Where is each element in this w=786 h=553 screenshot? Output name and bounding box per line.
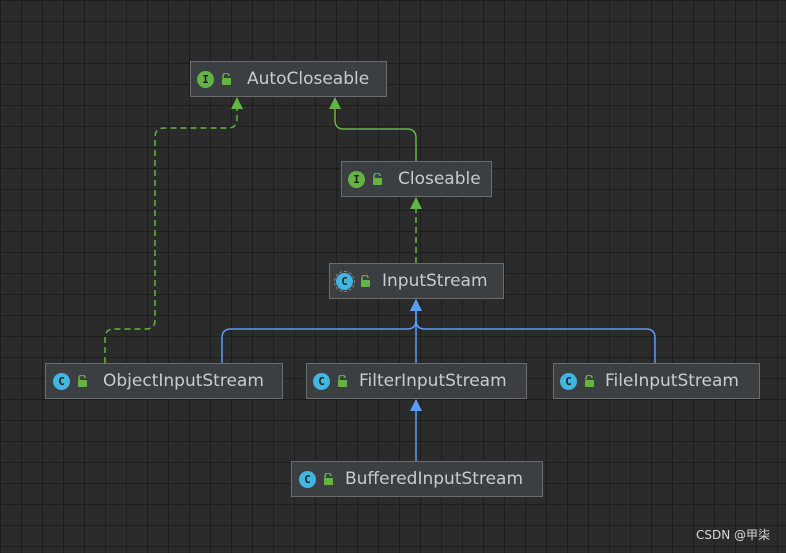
node-label: FilterInputStream	[359, 371, 507, 391]
class-icon: C	[560, 373, 577, 390]
node-filterinputstream[interactable]: C FilterInputStream	[306, 363, 527, 399]
unlocked-padlock-icon	[359, 275, 372, 287]
node-fileinputstream[interactable]: C FileInputStream	[553, 363, 760, 399]
class-icon: C	[53, 373, 70, 390]
node-bufferedinputstream[interactable]: C BufferedInputStream	[291, 461, 543, 497]
unlocked-padlock-icon	[371, 173, 384, 185]
node-label: AutoCloseable	[247, 69, 369, 89]
node-autocloseable[interactable]: I AutoCloseable	[190, 61, 387, 97]
interface-icon: I	[348, 171, 365, 188]
class-icon: C	[313, 373, 330, 390]
interface-icon: I	[197, 71, 214, 88]
node-label: FileInputStream	[605, 371, 739, 391]
node-label: InputStream	[382, 271, 488, 291]
node-label: BufferedInputStream	[345, 469, 523, 489]
node-inputstream[interactable]: C InputStream	[329, 263, 504, 299]
class-icon: C	[299, 471, 316, 488]
abstract-class-icon: C	[336, 273, 353, 290]
node-closeable[interactable]: I Closeable	[341, 161, 492, 197]
node-label: ObjectInputStream	[103, 371, 264, 391]
unlocked-padlock-icon	[583, 375, 596, 387]
edge-fileinputstream-extends-inputstream	[416, 320, 655, 363]
node-objectinputstream[interactable]: C ObjectInputStream	[45, 363, 283, 399]
edge-closeable-extends-autocloseable	[335, 98, 416, 161]
unlocked-padlock-icon	[220, 73, 233, 85]
unlocked-padlock-icon	[336, 375, 349, 387]
watermark: CSDN @甲柒	[696, 526, 770, 543]
node-label: Closeable	[398, 169, 481, 189]
edge-objectinputstream-extends-inputstream	[222, 300, 416, 363]
unlocked-padlock-icon	[76, 375, 89, 387]
unlocked-padlock-icon	[322, 473, 335, 485]
edge-objectinputstream-implements-autocloseable	[105, 98, 237, 363]
